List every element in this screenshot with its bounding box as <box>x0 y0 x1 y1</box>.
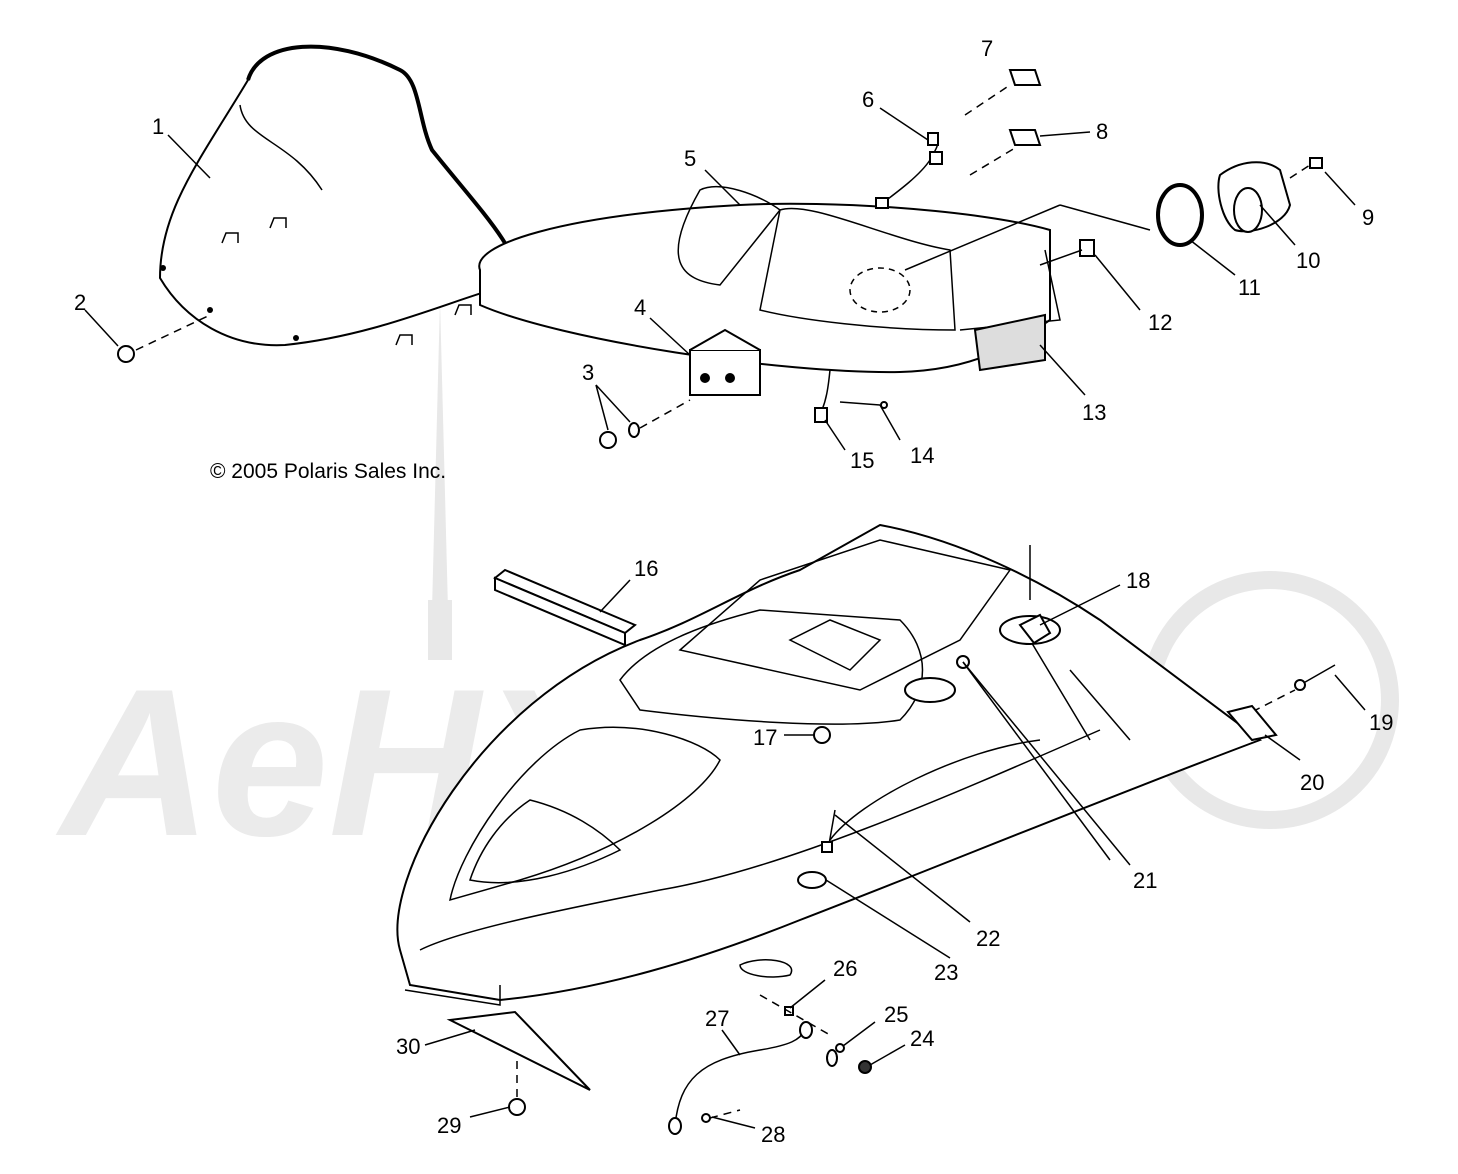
callout-22: 22 <box>976 926 1000 951</box>
callout-24: 24 <box>910 1026 934 1051</box>
callout-18: 18 <box>1126 568 1150 593</box>
foam-strip-part-16 <box>493 568 637 647</box>
grommet-part-23 <box>797 871 827 889</box>
screw-part-2 <box>117 315 209 363</box>
callout-15: 15 <box>850 448 874 473</box>
plate-part-30 <box>446 1010 591 1091</box>
callout-3: 3 <box>582 360 594 385</box>
callout-2: 2 <box>74 290 86 315</box>
callout-21: 21 <box>1133 868 1157 893</box>
fastener-part-17 <box>813 726 831 744</box>
nut-part-24 <box>858 1060 872 1074</box>
callout-30: 30 <box>396 1034 420 1059</box>
callout-9: 9 <box>1362 205 1374 230</box>
cable-part-15 <box>814 369 831 423</box>
bracket-part-4 <box>689 328 761 396</box>
hood <box>396 523 1263 1006</box>
leader-lines <box>84 107 1366 1129</box>
callout-13: 13 <box>1082 400 1106 425</box>
callout-labels: 1 2 3 4 5 6 7 8 9 10 11 12 13 14 15 16 1… <box>74 36 1393 1147</box>
callout-11: 11 <box>1238 275 1261 300</box>
copyright-notice: © 2005 Polaris Sales Inc. <box>210 460 446 483</box>
callout-28: 28 <box>761 1122 785 1147</box>
nut-washer-part-3 <box>599 399 691 449</box>
callout-5: 5 <box>684 146 696 171</box>
bracket-part-20 <box>1226 704 1278 742</box>
clip-part-8 <box>969 129 1042 176</box>
gauge-assembly <box>1156 157 1323 247</box>
callout-26: 26 <box>833 956 857 981</box>
callout-19: 19 <box>1369 710 1393 735</box>
washer-part-25 <box>826 1043 845 1067</box>
callout-27: 27 <box>705 1006 729 1031</box>
callout-7: 7 <box>981 36 993 61</box>
screw-part-29 <box>508 1060 526 1116</box>
callout-16: 16 <box>634 556 658 581</box>
callout-23: 23 <box>934 960 958 985</box>
callout-17: 17 <box>753 725 777 750</box>
fastener-part-18 <box>1018 613 1052 645</box>
callout-25: 25 <box>884 1002 908 1027</box>
pin-part-14 <box>839 401 888 409</box>
callout-10: 10 <box>1296 248 1320 273</box>
rivet-part-28 <box>701 1109 741 1123</box>
windshield <box>158 44 521 347</box>
callout-29: 29 <box>437 1113 461 1138</box>
clip-part-7 <box>964 69 1042 116</box>
callout-4: 4 <box>634 295 646 320</box>
callout-6: 6 <box>862 87 874 112</box>
sensor-part-12 <box>1039 239 1095 266</box>
cable-part-19 <box>1239 664 1336 719</box>
callout-20: 20 <box>1300 770 1324 795</box>
callout-8: 8 <box>1096 119 1108 144</box>
callout-12: 12 <box>1148 310 1172 335</box>
callout-1: 1 <box>152 114 164 139</box>
foam-block-part-13 <box>973 313 1046 372</box>
screw-part-22 <box>821 809 836 853</box>
callout-14: 14 <box>910 443 934 468</box>
console <box>478 186 1151 374</box>
tether-part-27 <box>668 1021 813 1135</box>
screw-part-26 <box>759 994 831 1036</box>
wiring-harness-part-6 <box>875 132 943 209</box>
